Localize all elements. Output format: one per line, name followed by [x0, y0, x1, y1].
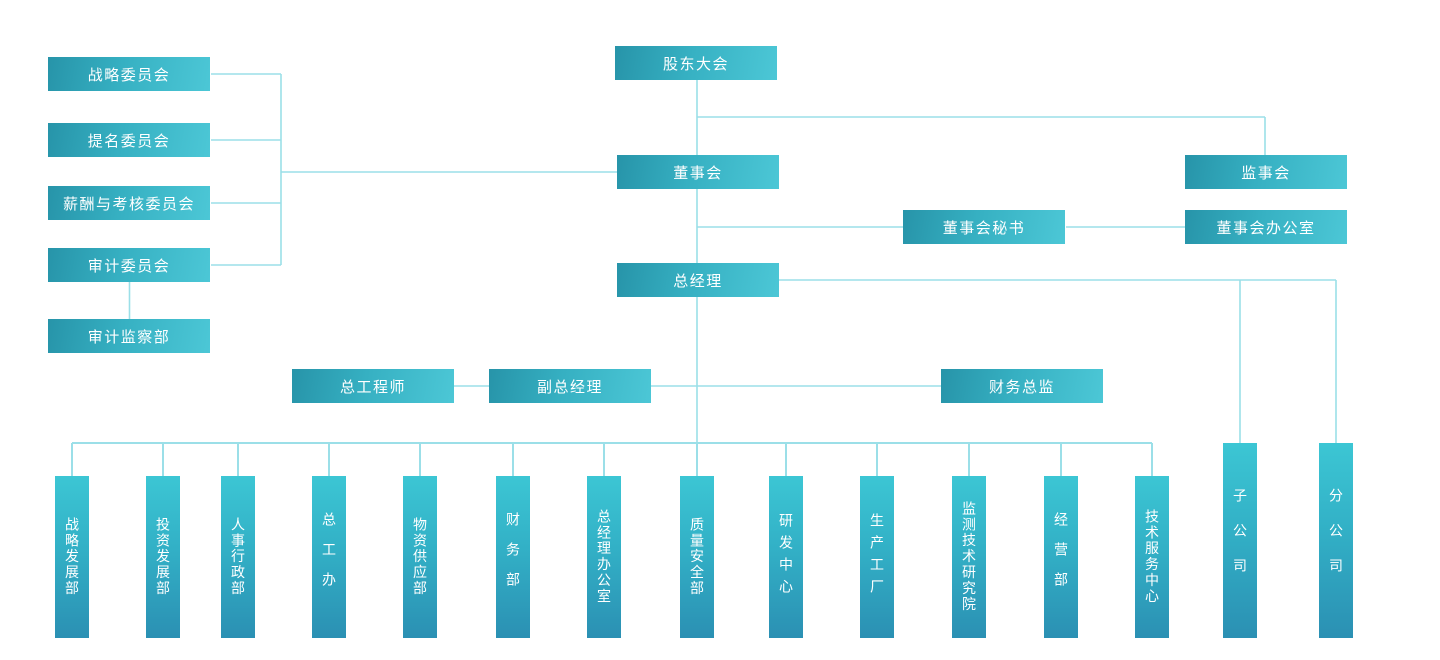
node-supervisory-board: 监事会 — [1185, 155, 1347, 189]
node-dept-gm-office: 总经理办公室 — [587, 476, 621, 638]
connector-committees — [128, 73, 617, 319]
node-label: 战略委员会 — [87, 66, 171, 84]
node-nomination-committee: 提名委员会 — [48, 123, 210, 157]
node-dept-strategy-development: 战略发展部 — [55, 476, 89, 638]
node-dept-tech-service-center: 技术服务中心 — [1135, 476, 1169, 638]
node-label: 董事会 — [673, 164, 723, 182]
node-label: 分公司 — [1328, 488, 1344, 593]
node-dept-hr-administration: 人事行政部 — [221, 476, 255, 638]
connector-department-rail — [71, 442, 1153, 477]
node-label: 监测技术研究院 — [961, 501, 977, 613]
node-label: 董事会秘书 — [942, 219, 1026, 237]
node-dept-operations: 经营部 — [1044, 476, 1078, 638]
node-label: 投资发展部 — [155, 517, 171, 597]
node-branch-company: 分公司 — [1319, 443, 1353, 638]
node-label: 总工办 — [321, 511, 337, 603]
node-general-manager: 总经理 — [617, 263, 779, 297]
node-label: 监事会 — [1241, 164, 1291, 182]
node-label: 总经理办公室 — [596, 509, 612, 605]
node-dept-quality-safety: 质量安全部 — [680, 476, 714, 638]
node-board-secretary: 董事会秘书 — [903, 210, 1065, 244]
node-board-of-directors: 董事会 — [617, 155, 779, 189]
node-label: 财务总监 — [988, 378, 1055, 396]
connector-spine — [696, 80, 1266, 477]
node-dept-production-factory: 生产工厂 — [860, 476, 894, 638]
node-label: 提名委员会 — [87, 132, 171, 150]
node-label: 经营部 — [1053, 511, 1069, 603]
node-dept-finance: 财务部 — [496, 476, 530, 638]
node-deputy-general-manager: 副总经理 — [489, 369, 651, 403]
node-dept-chief-engineer-office: 总工办 — [312, 476, 346, 638]
node-subsidiary-company: 子公司 — [1223, 443, 1257, 638]
node-board-office: 董事会办公室 — [1185, 210, 1347, 244]
node-label: 生产工厂 — [869, 512, 885, 602]
node-label: 人事行政部 — [230, 517, 246, 597]
node-audit-committee: 审计委员会 — [48, 248, 210, 282]
node-label: 研发中心 — [778, 512, 794, 602]
node-dept-monitoring-tech-institute: 监测技术研究院 — [952, 476, 986, 638]
node-chief-engineer: 总工程师 — [292, 369, 454, 403]
node-label: 审计监察部 — [87, 328, 171, 346]
node-dept-investment-development: 投资发展部 — [146, 476, 180, 638]
node-label: 董事会办公室 — [1216, 219, 1316, 237]
node-shareholders-meeting: 股东大会 — [615, 46, 777, 80]
node-label: 副总经理 — [536, 378, 603, 396]
node-label: 物资供应部 — [412, 517, 428, 597]
node-dept-rd-center: 研发中心 — [769, 476, 803, 638]
node-label: 质量安全部 — [689, 517, 705, 597]
node-label: 股东大会 — [662, 55, 729, 73]
connector-gm-right — [779, 279, 1337, 443]
node-label: 子公司 — [1232, 488, 1248, 593]
node-label: 薪酬与考核委员会 — [62, 195, 195, 213]
node-label: 技术服务中心 — [1144, 509, 1160, 605]
node-label: 战略发展部 — [64, 517, 80, 597]
node-label: 审计委员会 — [87, 257, 171, 275]
node-dept-materials-supply: 物资供应部 — [403, 476, 437, 638]
node-label: 财务部 — [505, 511, 521, 603]
node-finance-director: 财务总监 — [941, 369, 1103, 403]
node-remuneration-committee: 薪酬与考核委员会 — [48, 186, 210, 220]
node-strategy-committee: 战略委员会 — [48, 57, 210, 91]
node-audit-supervision-dept: 审计监察部 — [48, 319, 210, 353]
node-label: 总经理 — [673, 272, 723, 290]
node-label: 总工程师 — [339, 378, 406, 396]
